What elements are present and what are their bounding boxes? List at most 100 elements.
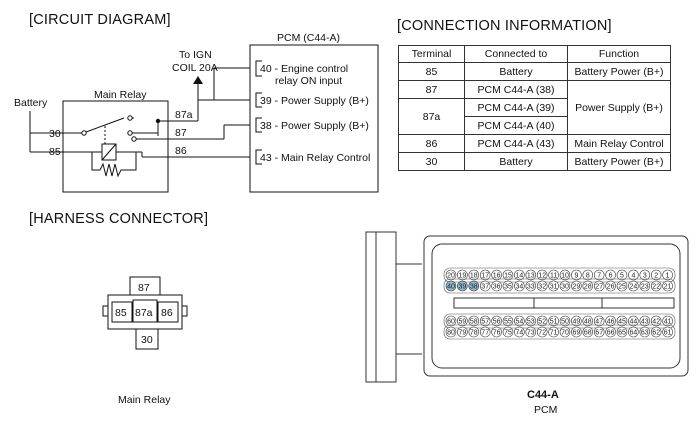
pin-row-outline: [443, 324, 676, 340]
pcm-pin-77: [479, 326, 491, 338]
pcm-pin-1: [662, 269, 673, 281]
pcm-pin-58: [468, 315, 480, 327]
pcm-pin-22: [650, 280, 662, 292]
pcm-pin-74: [514, 326, 525, 338]
pcm-pin-label-57: 57: [481, 319, 489, 326]
pcm-pin-71: [548, 326, 559, 338]
cell-function: Power Supply (B+): [567, 80, 671, 135]
pcm-pin-label-77: 77: [481, 330, 489, 337]
header-connected: Connected to: [464, 45, 568, 63]
cell-terminal: 30: [398, 152, 465, 171]
ign-arrow-icon: [193, 76, 203, 84]
pcm-pin-24: [628, 280, 639, 292]
pcm-pin-15: [502, 269, 514, 281]
pin-row-outline: [443, 267, 676, 283]
pcm-pin-38-label: 38 - Power Supply (B+): [260, 120, 369, 132]
pcm-pin-54: [514, 315, 525, 327]
pcm-pin-label-34: 34: [516, 284, 524, 291]
pcm-pin-label-26: 26: [607, 284, 615, 291]
pcm-pin-label-41: 41: [664, 319, 672, 326]
pcm-pin-23: [639, 280, 651, 292]
pcm-pin-66: [605, 326, 616, 338]
pcm-pin-33: [525, 280, 537, 292]
pcm-pin-label-60: 60: [447, 319, 455, 326]
pcm-pin-64: [628, 326, 639, 338]
pcm-title: PCM (C44-A): [277, 32, 340, 44]
pcm-pin-label-46: 46: [607, 319, 615, 326]
pcm-pin-label-7: 7: [597, 273, 601, 280]
pcm-pin-label-50: 50: [561, 319, 569, 326]
pcm-pin-45: [616, 315, 628, 327]
pcm-pin-75: [502, 326, 514, 338]
pcm-pin-label-19: 19: [459, 273, 467, 280]
relay-pin-85: 85: [49, 146, 61, 158]
pcm-pin-label-2: 2: [654, 273, 658, 280]
pcm-pin-25: [616, 280, 628, 292]
pcm-pin-label-1: 1: [666, 273, 670, 280]
pcm-pin-label-40: 40: [447, 284, 455, 291]
pcm-pin-35: [502, 280, 514, 292]
circuit-diagram-heading: [CIRCUIT DIAGRAM]: [29, 12, 171, 28]
pcm-pin-32: [536, 280, 548, 292]
pcm-pin-65: [616, 326, 628, 338]
header-function: Function: [567, 45, 671, 63]
relay-pin-87: 87: [175, 127, 187, 139]
pcm-pin-48: [582, 315, 594, 327]
pcm-pin-67: [593, 326, 605, 338]
pcm-pin-label-74: 74: [516, 330, 524, 337]
pcm-pin-label-62: 62: [652, 330, 660, 337]
pcm-pin-label-21: 21: [664, 284, 672, 291]
pcm-pin-40: [445, 280, 457, 292]
pcm-pin-18: [468, 269, 480, 281]
harness-pin-86: 86: [161, 307, 173, 319]
cell-function: Main Relay Control: [567, 134, 671, 153]
pcm-pin-76: [491, 326, 502, 338]
relay-pin-87a: 87a: [175, 109, 193, 121]
pcm-pin-label-78: 78: [470, 330, 478, 337]
pcm-pin-label-69: 69: [573, 330, 581, 337]
pcm-pin-17: [479, 269, 491, 281]
pcm-pin-63: [639, 326, 651, 338]
relay-pin-86: 86: [175, 145, 187, 157]
cell-terminal: 87a: [398, 98, 465, 135]
harness-pin-87a: 87a: [135, 307, 153, 319]
relay-connector: 87 85 87a 86 30: [102, 276, 188, 350]
pcm-pin-49: [571, 315, 582, 327]
cell-connected: PCM C44-A (38): [464, 80, 568, 99]
cell-function: Battery Power (B+): [567, 62, 671, 81]
pin-row-outline: [443, 278, 676, 294]
pcm-pin-53: [525, 315, 537, 327]
cell-terminal: 86: [398, 134, 465, 153]
pcm-pin-40-bracket: [255, 60, 262, 77]
pcm-pin-label-10: 10: [561, 273, 569, 280]
switch-contact-no: [127, 130, 133, 136]
circuit-diagram: Battery Main Relay 30 85 87a 87 86: [14, 32, 379, 193]
pcm-pin-12: [536, 269, 548, 281]
pcm-pin-label-61: 61: [664, 330, 672, 337]
pcm-pin-label-79: 79: [459, 330, 467, 337]
pcm-pin-27: [593, 280, 605, 292]
pcm-pin-label-14: 14: [516, 273, 524, 280]
pcm-pin-34: [514, 280, 525, 292]
pcm-pin-label-11: 11: [550, 273, 557, 280]
table-row: 87 PCM C44-A (38) Power Supply (B+): [398, 80, 671, 135]
pcm-pin-label-29: 29: [573, 284, 581, 291]
pcm-pin-44: [628, 315, 639, 327]
pcm-pin-4: [628, 269, 639, 281]
pcm-pin-label-4: 4: [631, 273, 635, 280]
pcm-pin-5: [616, 269, 628, 281]
pcm-pin-label-51: 51: [550, 319, 558, 326]
pcm-pin-label-27: 27: [595, 284, 603, 291]
pcm-pin-6: [605, 269, 616, 281]
pcm-pin-9: [571, 269, 582, 281]
pcm-pin-28: [582, 280, 594, 292]
pcm-pin-label-8: 8: [586, 273, 590, 280]
pcm-connector-bracket: [365, 231, 397, 383]
table-header-row: Terminal Connected to Function: [398, 45, 671, 63]
pcm-pin-38-bracket: [255, 117, 262, 133]
pcm-pin-label-5: 5: [620, 273, 624, 280]
harness-pin-87: 87: [138, 282, 150, 294]
header-terminal: Terminal: [398, 45, 465, 63]
relay-pin-30: 30: [49, 128, 61, 140]
pcm-pin-16: [491, 269, 502, 281]
